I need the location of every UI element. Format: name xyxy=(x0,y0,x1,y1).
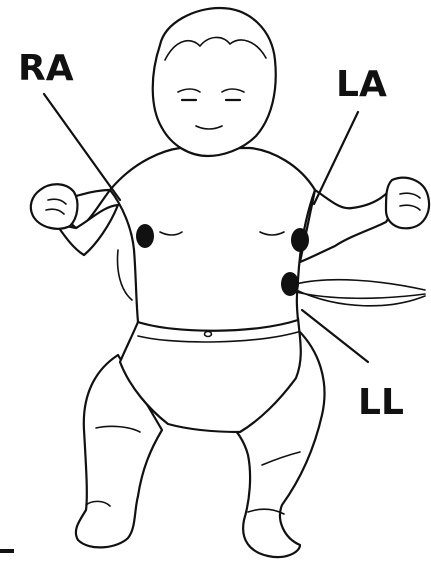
electrode-ll xyxy=(281,272,299,296)
label-ra: RA xyxy=(18,48,74,89)
corner-mark xyxy=(0,549,14,553)
left-arm xyxy=(31,184,118,255)
electrode-ra xyxy=(136,224,154,248)
pointer-line-la xyxy=(314,112,358,204)
label-ll: LL xyxy=(358,382,404,423)
head xyxy=(153,8,276,156)
label-la: LA xyxy=(336,64,387,105)
electrode-la xyxy=(291,228,309,252)
lead-wires xyxy=(296,280,425,306)
